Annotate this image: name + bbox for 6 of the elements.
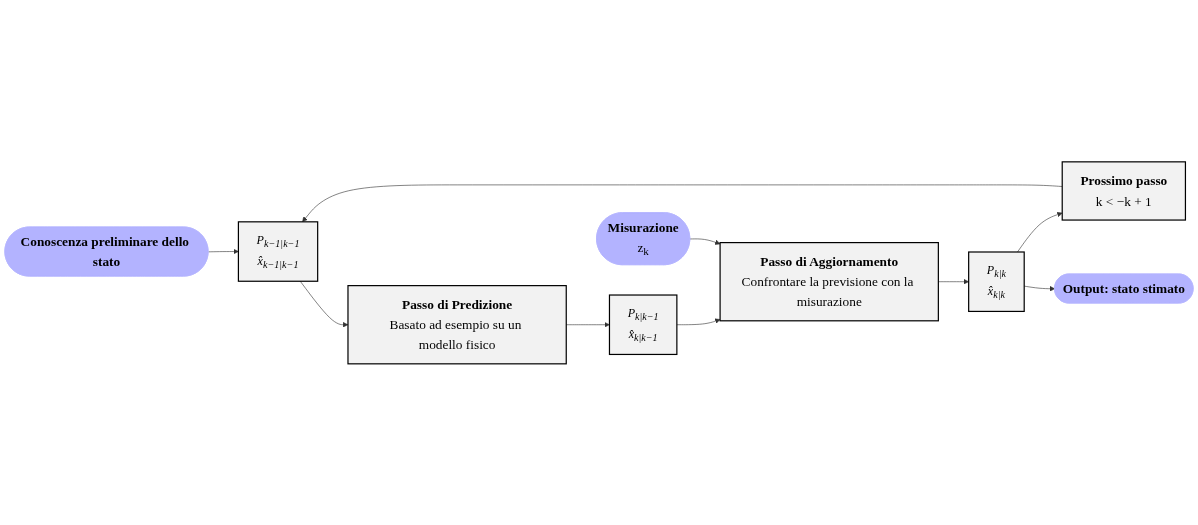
node-box: Passo di Aggiornamento Confrontare la previsione con la misurazione <box>719 241 939 322</box>
node-box: Passo di Predizione Basato ad esempio su un modello fisico <box>347 284 567 365</box>
node-box: P$_{k−1|k−1}$ x̂$_{k−1|k−1}$ <box>237 220 319 282</box>
node-box: P$_{k|k−1}$ x̂$_{k|k−1}$ <box>608 294 678 355</box>
node-box: P$_{k|k}$ x̂$_{k|k}$ <box>968 251 1025 312</box>
node-box: Prossimo passo k < −k + 1 <box>1061 160 1187 221</box>
